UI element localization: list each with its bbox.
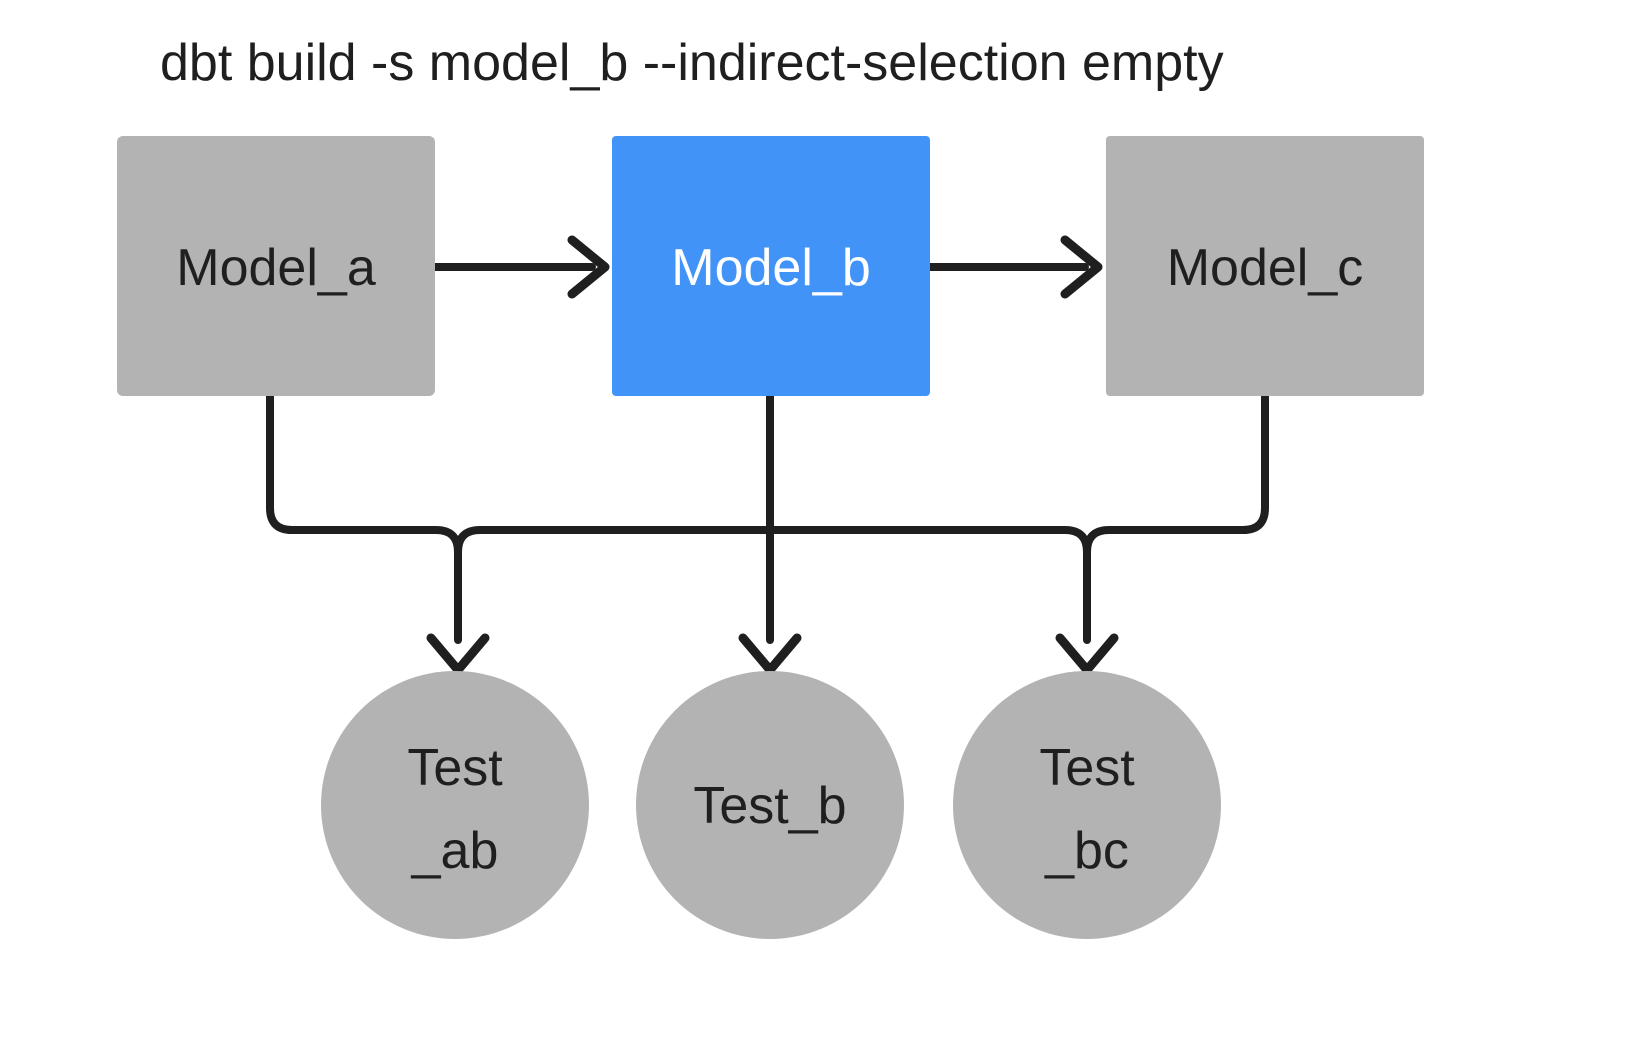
node-label-test-bc-line1: Test — [1039, 739, 1135, 797]
node-shape[interactable] — [117, 136, 435, 396]
arrowhead-icon — [567, 235, 610, 299]
edge-model-a-to-model-b — [431, 235, 610, 299]
node-shape[interactable] — [1106, 136, 1424, 396]
edge-model-c-to-test-bc — [1083, 392, 1269, 556]
arrowhead-icon — [738, 633, 802, 675]
node-label-test-b-line1: Test_b — [693, 777, 846, 835]
edge-model-b-to-test-bc — [766, 526, 1091, 644]
arrowheads-into-tests — [426, 633, 1119, 675]
node-label-test-ab-line1: Test — [407, 739, 503, 797]
diagram-title: dbt build -s model_b --indirect-selectio… — [160, 34, 1224, 92]
arrowhead-icon — [1055, 633, 1119, 675]
node-label-model-c: Model_c — [1167, 239, 1364, 297]
edge-model-b-to-model-c — [926, 235, 1103, 299]
node-test-b[interactable]: Test_b — [636, 671, 904, 939]
node-label-test-ab-line2: _ab — [411, 822, 499, 880]
arrowhead-icon — [1060, 235, 1103, 299]
node-model-b[interactable]: Model_b — [612, 136, 930, 396]
edge-line — [454, 526, 774, 556]
edge-line — [766, 526, 1091, 644]
node-model-a[interactable]: Model_a — [117, 136, 435, 396]
node-label-model-a: Model_a — [176, 239, 376, 297]
node-test-ab[interactable]: Test _ab — [321, 671, 589, 939]
node-model-c[interactable]: Model_c — [1106, 136, 1424, 396]
node-shape[interactable] — [953, 671, 1221, 939]
node-label-test-bc-line2: _bc — [1044, 822, 1129, 880]
node-shape[interactable] — [636, 671, 904, 939]
edge-line — [266, 392, 462, 644]
node-test-bc[interactable]: Test _bc — [953, 671, 1221, 939]
edge-model-b-to-test-ab — [454, 526, 774, 556]
node-shape[interactable] — [321, 671, 589, 939]
node-label-model-b: Model_b — [671, 239, 870, 297]
node-shape[interactable] — [612, 136, 930, 396]
arrowhead-icon — [426, 633, 490, 675]
edge-model-a-to-test-ab — [266, 392, 462, 644]
edge-line — [1083, 392, 1269, 556]
